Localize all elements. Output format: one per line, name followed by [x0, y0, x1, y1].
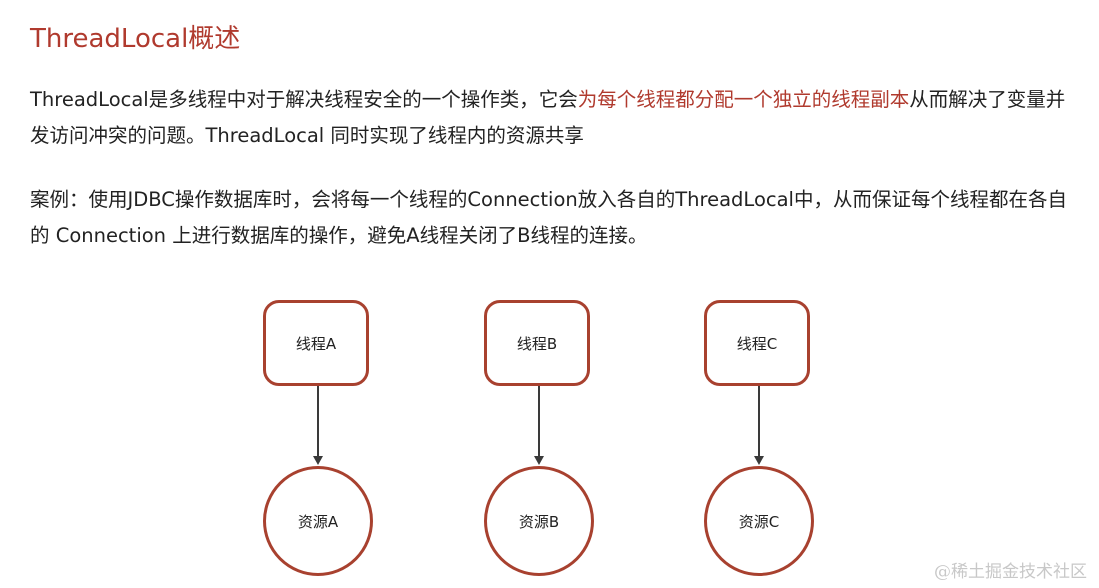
- intro-text-start: ThreadLocal是多线程中对于解决线程安全的一个操作类，它会: [30, 88, 578, 111]
- thread-a-node: 线程A: [263, 300, 369, 386]
- arrow-b-head: [534, 456, 544, 465]
- resource-a-node: 资源A: [263, 466, 373, 576]
- intro-paragraph: ThreadLocal是多线程中对于解决线程安全的一个操作类，它会为每个线程都分…: [30, 82, 1080, 154]
- intro-text-end: 从而解决了变量并发访问冲突的问题。ThreadLocal 同时实现了线程内的资源…: [30, 88, 1066, 147]
- example-paragraph: 案例：使用JDBC操作数据库时，会将每一个线程的Connection放入各自的T…: [30, 188, 1067, 247]
- page-title: ThreadLocal概述: [30, 24, 241, 54]
- arrow-c-head: [754, 456, 764, 465]
- arrow-c: [758, 386, 760, 456]
- arrow-a: [317, 386, 319, 456]
- arrow-b: [538, 386, 540, 456]
- intro-highlight: 为每个线程都分配一个独立的线程副本: [577, 88, 910, 111]
- resource-b-node: 资源B: [484, 466, 594, 576]
- watermark: @稀土掘金技术社区: [934, 562, 1087, 582]
- thread-b-node: 线程B: [484, 300, 590, 386]
- resource-c-node: 资源C: [704, 466, 814, 576]
- thread-c-node: 线程C: [704, 300, 810, 386]
- arrow-a-head: [313, 456, 323, 465]
